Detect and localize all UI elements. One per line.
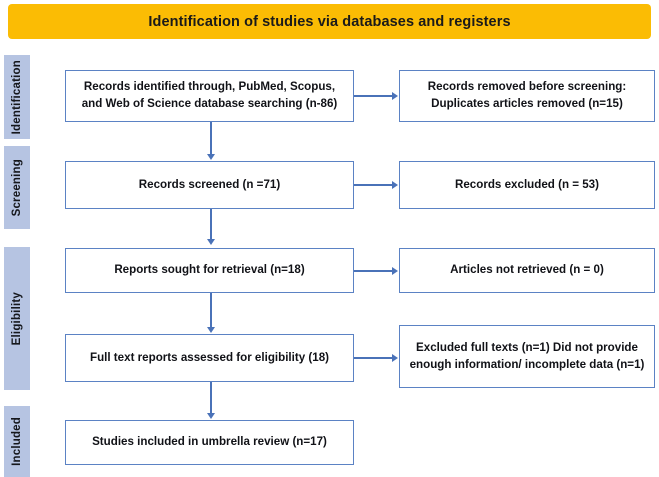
- arrowhead-identified-to-removed: [392, 92, 398, 100]
- stage-label-screening: Screening: [11, 158, 23, 217]
- node-records-screened-text: Records screened (n =71): [138, 177, 281, 191]
- arrowhead-fulltext-to-included: [207, 413, 215, 419]
- stage-label-eligibility: Eligibility: [11, 291, 23, 346]
- node-records-identified-text: Records identified through, PubMed, Scop…: [81, 80, 338, 110]
- stage-block-screening: Screening: [4, 146, 30, 229]
- node-records-excluded: Records excluded (n = 53): [399, 161, 655, 209]
- node-records-removed: Records removed before screening: Duplic…: [399, 70, 655, 122]
- node-reports-sought: Reports sought for retrieval (n=18): [65, 248, 354, 293]
- connector-sought-to-fulltext: [210, 293, 212, 328]
- diagram-title: Identification of studies via databases …: [148, 13, 511, 30]
- diagram-header-banner: Identification of studies via databases …: [8, 4, 651, 39]
- connector-screened-to-sought: [210, 209, 212, 239]
- stage-block-eligibility: Eligibility: [4, 247, 30, 390]
- connector-identified-to-screened: [210, 122, 212, 155]
- node-reports-sought-text: Reports sought for retrieval (n=18): [114, 263, 305, 277]
- arrowhead-sought-to-fulltext: [207, 327, 215, 333]
- node-records-removed-text: Records removed before screening: Duplic…: [427, 80, 627, 110]
- arrowhead-screened-to-sought: [207, 239, 215, 245]
- node-studies-included: Studies included in umbrella review (n=1…: [65, 420, 354, 465]
- node-excluded-fulltexts: Excluded full texts (n=1) Did not provid…: [399, 325, 655, 388]
- node-records-screened: Records screened (n =71): [65, 161, 354, 209]
- node-fulltext-assessed: Full text reports assessed for eligibili…: [65, 334, 354, 382]
- node-fulltext-assessed-text: Full text reports assessed for eligibili…: [89, 350, 330, 364]
- connector-screened-to-excluded: [354, 184, 392, 186]
- node-articles-not-retrieved: Articles not retrieved (n = 0): [399, 248, 655, 293]
- arrowhead-fulltext-to-excludedfull: [392, 354, 398, 362]
- node-articles-not-retrieved-text: Articles not retrieved (n = 0): [450, 263, 604, 277]
- connector-identified-to-removed: [354, 95, 392, 97]
- arrowhead-sought-to-notretrieved: [392, 267, 398, 275]
- stage-label-identification: Identification: [11, 59, 23, 135]
- node-records-excluded-text: Records excluded (n = 53): [454, 177, 599, 191]
- node-studies-included-text: Studies included in umbrella review (n=1…: [92, 435, 327, 449]
- node-records-identified: Records identified through, PubMed, Scop…: [65, 70, 354, 122]
- stage-block-included: Included: [4, 406, 30, 477]
- arrowhead-identified-to-screened: [207, 154, 215, 160]
- stage-label-included: Included: [11, 417, 23, 466]
- stage-block-identification: Identification: [4, 55, 30, 139]
- connector-fulltext-to-excludedfull: [354, 357, 392, 359]
- connector-sought-to-notretrieved: [354, 270, 392, 272]
- connector-fulltext-to-included: [210, 382, 212, 414]
- node-excluded-fulltexts-text: Excluded full texts (n=1) Did not provid…: [409, 340, 645, 371]
- arrowhead-screened-to-excluded: [392, 181, 398, 189]
